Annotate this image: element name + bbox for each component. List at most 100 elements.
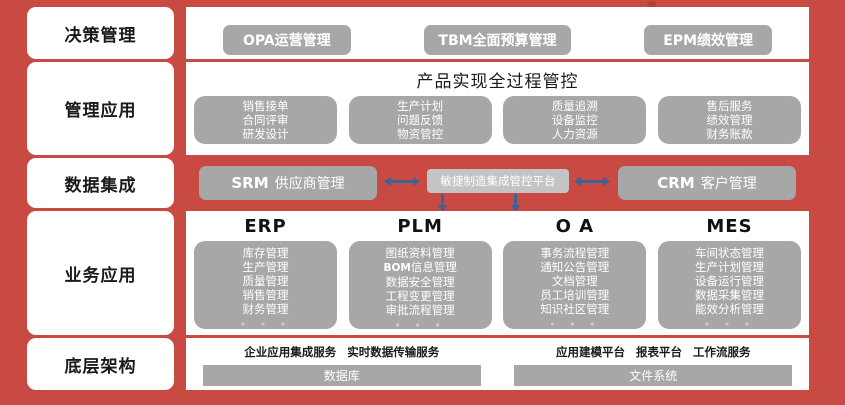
business-column-mes[interactable]: MES 车间状态管理 生产计划管理 设备运行管理 数据采集管理 能效分析管理 •… <box>657 211 801 335</box>
management-group-1[interactable]: 销售接单 合同评审 研发设计 <box>194 96 337 144</box>
layer-label-decision-text: 决策管理 <box>64 25 137 46</box>
arrow-down-icon-1 <box>438 194 447 212</box>
business-column-plm[interactable]: PLM 图纸资料管理 BOM信息管理 数据安全管理 工程变更管理 审批流程管理 … <box>348 211 492 335</box>
integration-srm-abbr: SRM <box>231 174 269 192</box>
business-column-mes-title: MES <box>706 216 753 237</box>
mes-item-2: 生产计划管理 <box>694 260 764 274</box>
management-group-4-item-1: 售后服务 <box>706 99 753 113</box>
business-column-oa-box: 事务流程管理 通知公告管理 文档管理 员工培训管理 知识社区管理 • • • <box>503 241 647 331</box>
integration-platform-label: 敏捷制造集成管控平台 <box>440 174 556 188</box>
erp-item-2: 生产管理 <box>242 260 289 274</box>
oa-item-2: 通知公告管理 <box>540 260 610 274</box>
integration-crm-box[interactable]: CRM 客户管理 <box>618 166 796 200</box>
integration-row: SRM 供应商管理 敏捷制造集成管控平台 CRM 客户管理 <box>186 158 809 212</box>
business-column-erp[interactable]: ERP 库存管理 生产管理 质量管理 销售管理 财务管理 • • • <box>194 211 337 335</box>
plm-item-1: 图纸资料管理 <box>385 246 455 260</box>
plm-more-dots: • • • <box>394 319 446 332</box>
management-group-3-item-1: 质量追溯 <box>551 99 598 113</box>
layer-label-management[interactable]: 管理应用 <box>27 62 174 155</box>
management-group-2-item-1: 生产计划 <box>397 99 444 113</box>
foundation-left-services: 企业应用集成服务 实时数据传输服务 <box>244 344 439 360</box>
layer-label-integration-text: 数据集成 <box>64 175 137 196</box>
arrow-left-right-icon <box>384 177 420 186</box>
plm-item-2: BOM信息管理 <box>383 260 457 274</box>
business-column-plm-title: PLM <box>397 216 443 237</box>
layer-label-management-text: 管理应用 <box>64 101 137 121</box>
oa-item-3: 文档管理 <box>551 274 598 288</box>
mes-item-3: 设备运行管理 <box>694 274 764 288</box>
mes-item-5: 能效分析管理 <box>694 302 764 316</box>
oa-item-5: 知识社区管理 <box>540 302 610 316</box>
foundation-right: 应用建模平台 报表平台 工作流服务 文件系统 <box>498 338 810 390</box>
layer-label-foundation[interactable]: 底层架构 <box>27 338 174 390</box>
business-panel: ERP 库存管理 生产管理 质量管理 销售管理 财务管理 • • • PLM 图… <box>186 211 809 335</box>
erp-more-dots: • • • <box>239 318 292 331</box>
business-column-oa-title: O A <box>555 216 595 237</box>
integration-srm-name: 供应商管理 <box>274 176 345 192</box>
foundation-left-service-2[interactable]: 实时数据传输服务 <box>347 345 440 359</box>
management-panel: 产品实现全过程管控 销售接单 合同评审 研发设计 生产计划 问题反馈 物资管控 … <box>186 62 809 155</box>
decision-chip-tbm[interactable]: TBM全面预算管理 <box>424 25 571 55</box>
layer-label-foundation-text: 底层架构 <box>64 356 137 377</box>
arrow-down-icon-2 <box>511 194 520 212</box>
management-group-4-item-2: 绩效管理 <box>706 113 753 127</box>
erp-item-1: 库存管理 <box>242 246 289 260</box>
background-speck <box>647 1 656 8</box>
management-chip-group: 销售接单 合同评审 研发设计 生产计划 问题反馈 物资管控 质量追溯 设备监控 … <box>194 93 801 147</box>
decision-chip-opa-label: OPA运营管理 <box>242 33 331 49</box>
foundation-left-service-1[interactable]: 企业应用集成服务 <box>244 345 337 359</box>
foundation-right-service-3[interactable]: 工作流服务 <box>693 345 751 359</box>
foundation-filesystem-bar[interactable]: 文件系统 <box>514 365 793 386</box>
management-group-2[interactable]: 生产计划 问题反馈 物资管控 <box>348 96 492 144</box>
foundation-panel: 企业应用集成服务 实时数据传输服务 数据库 应用建模平台 报表平台 工作流服务 … <box>186 338 809 390</box>
management-group-2-item-3: 物资管控 <box>397 127 444 141</box>
arrow-right-left-icon <box>574 177 610 186</box>
plm-item-3: 数据安全管理 <box>385 275 455 289</box>
management-group-2-item-2: 问题反馈 <box>397 113 444 127</box>
decision-chip-group: OPA运营管理 TBM全面预算管理 EPM绩效管理 <box>186 23 809 57</box>
foundation-group: 企业应用集成服务 实时数据传输服务 数据库 应用建模平台 报表平台 工作流服务 … <box>186 338 809 390</box>
mes-item-4: 数据采集管理 <box>694 288 764 302</box>
foundation-right-service-1[interactable]: 应用建模平台 <box>556 345 625 359</box>
plm-item-5: 审批流程管理 <box>385 303 455 317</box>
management-group-1-item-2: 合同评审 <box>242 113 289 127</box>
management-group-3-item-2: 设备监控 <box>551 113 598 127</box>
plm-item-4: 工程变更管理 <box>385 289 455 303</box>
decision-chip-epm[interactable]: EPM绩效管理 <box>644 25 773 55</box>
integration-crm-abbr: CRM <box>657 174 695 192</box>
management-group-3-item-3: 人力资源 <box>551 127 598 141</box>
foundation-filesystem-label: 文件系统 <box>629 369 678 383</box>
decision-chip-epm-label: EPM绩效管理 <box>663 33 754 49</box>
layer-label-decision[interactable]: 决策管理 <box>27 7 174 59</box>
business-column-mes-box: 车间状态管理 生产计划管理 设备运行管理 数据采集管理 能效分析管理 • • • <box>657 241 801 331</box>
foundation-left: 企业应用集成服务 实时数据传输服务 数据库 <box>186 338 498 390</box>
erp-item-3: 质量管理 <box>242 274 289 288</box>
business-column-erp-title: ERP <box>244 216 287 237</box>
management-panel-title: 产品实现全过程管控 <box>416 72 579 92</box>
decision-panel: OPA运营管理 TBM全面预算管理 EPM绩效管理 <box>186 7 809 59</box>
integration-srm-box[interactable]: SRM 供应商管理 <box>199 166 377 200</box>
foundation-right-services: 应用建模平台 报表平台 工作流服务 <box>556 344 751 360</box>
business-column-erp-box: 库存管理 生产管理 质量管理 销售管理 财务管理 • • • <box>194 241 337 331</box>
layer-label-integration[interactable]: 数据集成 <box>27 158 174 208</box>
layer-label-business-text: 业务应用 <box>64 265 137 286</box>
business-column-oa[interactable]: O A 事务流程管理 通知公告管理 文档管理 员工培训管理 知识社区管理 • •… <box>503 211 647 335</box>
erp-item-4: 销售管理 <box>242 288 289 302</box>
oa-item-4: 员工培训管理 <box>540 288 610 302</box>
management-group-3[interactable]: 质量追溯 设备监控 人力资源 <box>503 96 647 144</box>
oa-more-dots: • • • <box>549 318 601 331</box>
integration-crm-name: 客户管理 <box>700 176 757 192</box>
business-column-group: ERP 库存管理 生产管理 质量管理 销售管理 财务管理 • • • PLM 图… <box>194 211 801 335</box>
foundation-database-bar[interactable]: 数据库 <box>202 365 481 386</box>
foundation-right-service-2[interactable]: 报表平台 <box>636 345 682 359</box>
mes-item-1: 车间状态管理 <box>694 246 764 260</box>
management-group-1-item-1: 销售接单 <box>242 99 289 113</box>
integration-platform-box[interactable]: 敏捷制造集成管控平台 <box>427 169 569 193</box>
management-group-1-item-3: 研发设计 <box>242 127 289 141</box>
foundation-database-label: 数据库 <box>323 369 360 383</box>
management-group-4[interactable]: 售后服务 绩效管理 财务账款 <box>657 96 801 144</box>
management-group-4-item-3: 财务账款 <box>706 127 753 141</box>
layer-label-business[interactable]: 业务应用 <box>27 211 174 335</box>
decision-chip-opa[interactable]: OPA运营管理 <box>222 25 351 55</box>
